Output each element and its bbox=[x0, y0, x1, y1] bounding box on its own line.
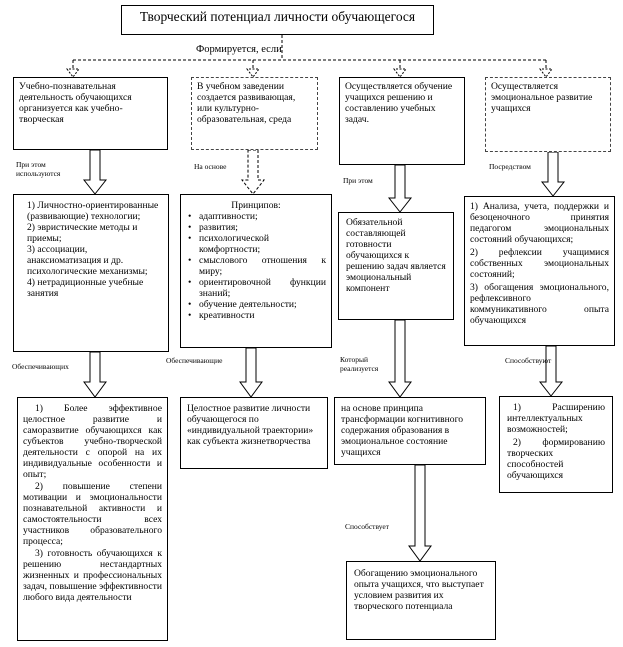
principle-item: креативности bbox=[186, 310, 326, 321]
arrow-condition3-emotion bbox=[387, 164, 413, 213]
label-promotes-1: Способствуют bbox=[505, 356, 552, 365]
analysis-box: 1) Анализа, учета, поддержки и безоценоч… bbox=[464, 196, 615, 346]
label-realized: Который реализуется bbox=[340, 355, 379, 373]
emotional-component-box: Обязательной составляющей готовности обу… bbox=[338, 212, 454, 320]
arrow-condition1-methods bbox=[82, 149, 108, 195]
analysis-item: 2) рефлексии учащимися собственных эмоци… bbox=[470, 247, 609, 280]
intellect-box: 1) Расширению интеллектуальных возможнос… bbox=[499, 396, 613, 493]
analysis-item: 3) обогащения эмоционального, рефлексивн… bbox=[470, 282, 609, 326]
outcome-item: 3) готовность обучающихся к решению нест… bbox=[23, 548, 162, 603]
intellect-item: 1) Расширению интеллектуальных возможнос… bbox=[507, 402, 605, 435]
enrichment-box: Обогащению эмоционального опыта учащихся… bbox=[346, 561, 496, 640]
label-ensure-1: Обеспечивающих bbox=[12, 362, 69, 371]
label-ensure-2: Обеспечивающие bbox=[166, 356, 223, 365]
arrow-analysis-intellect bbox=[538, 345, 564, 397]
arrowhead-condition-3 bbox=[393, 68, 407, 78]
outcomes-box: 1) Более эффективное целостное развитие … bbox=[17, 397, 168, 641]
principle-item: развития; bbox=[186, 222, 326, 233]
principle-item: психологической комфортности; bbox=[186, 233, 326, 255]
arrowhead-condition-1 bbox=[66, 68, 80, 78]
label-through: Посредством bbox=[489, 162, 531, 171]
integral-development-box: Целостное развитие личности обучающегося… bbox=[180, 397, 328, 469]
intellect-item: 2) формированию творческих способностей … bbox=[507, 437, 605, 481]
analysis-item: 1) Анализа, учета, поддержки и безоценоч… bbox=[470, 201, 609, 245]
principle-item: обучение деятельности; bbox=[186, 299, 326, 310]
arrow-methods-outcomes bbox=[83, 351, 107, 398]
formed-if-label: Формируется, если bbox=[196, 44, 282, 55]
principle-item: ориентировочной функции знаний; bbox=[186, 277, 326, 299]
principle-item: смыслового отношения к миру; bbox=[186, 255, 326, 277]
transformation-box: на основе принципа трансформации когнити… bbox=[334, 397, 486, 465]
arrow-transform-enrich bbox=[408, 464, 432, 562]
label-while: При этом bbox=[343, 176, 373, 185]
methods-box: 1) Личностно-ориентированные (развивающи… bbox=[13, 194, 169, 352]
arrow-condition4-analysis bbox=[540, 151, 566, 197]
outcome-item: 2) повышение степени мотивации и эмоцион… bbox=[23, 481, 162, 547]
label-based-on: На основе bbox=[194, 162, 227, 171]
method-item: 1) Личностно-ориентированные (развивающи… bbox=[27, 200, 159, 222]
arrow-emotion-transform bbox=[388, 319, 412, 398]
method-item: 2) эвристические методы и приемы; bbox=[27, 222, 138, 244]
condition-developing-environment: В учебном заведении создается развивающа… bbox=[191, 77, 318, 150]
principle-item: адаптивности; bbox=[186, 211, 326, 222]
diagram-title: Творческий потенциал личности обучающего… bbox=[121, 5, 434, 35]
arrowhead-condition-4 bbox=[539, 68, 553, 78]
label-used: При этом используются bbox=[16, 160, 61, 178]
condition-emotional-development: Осуществляется эмоциональное развитие уч… bbox=[485, 77, 611, 152]
principles-heading: Принципов: bbox=[231, 200, 281, 211]
arrow-principles-integral bbox=[239, 347, 263, 398]
arrowhead-condition-2 bbox=[246, 68, 260, 78]
method-item: 3) ассоциации, анаксиоматизация и др. пс… bbox=[27, 244, 148, 277]
outcome-item: 1) Более эффективное целостное развитие … bbox=[23, 403, 162, 480]
condition-learning-activity: Учебно-познавательная деятельность обуча… bbox=[13, 77, 168, 150]
principles-box: Принципов: адаптивности; развития; психо… bbox=[180, 194, 332, 348]
condition-task-solving: Осуществляется обучение учащихся решению… bbox=[339, 77, 465, 165]
method-item: 4) нетрадиционные учебные занятия bbox=[27, 277, 144, 299]
label-promotes-2: Способствует bbox=[345, 522, 389, 531]
arrow-condition2-principles bbox=[240, 149, 266, 195]
